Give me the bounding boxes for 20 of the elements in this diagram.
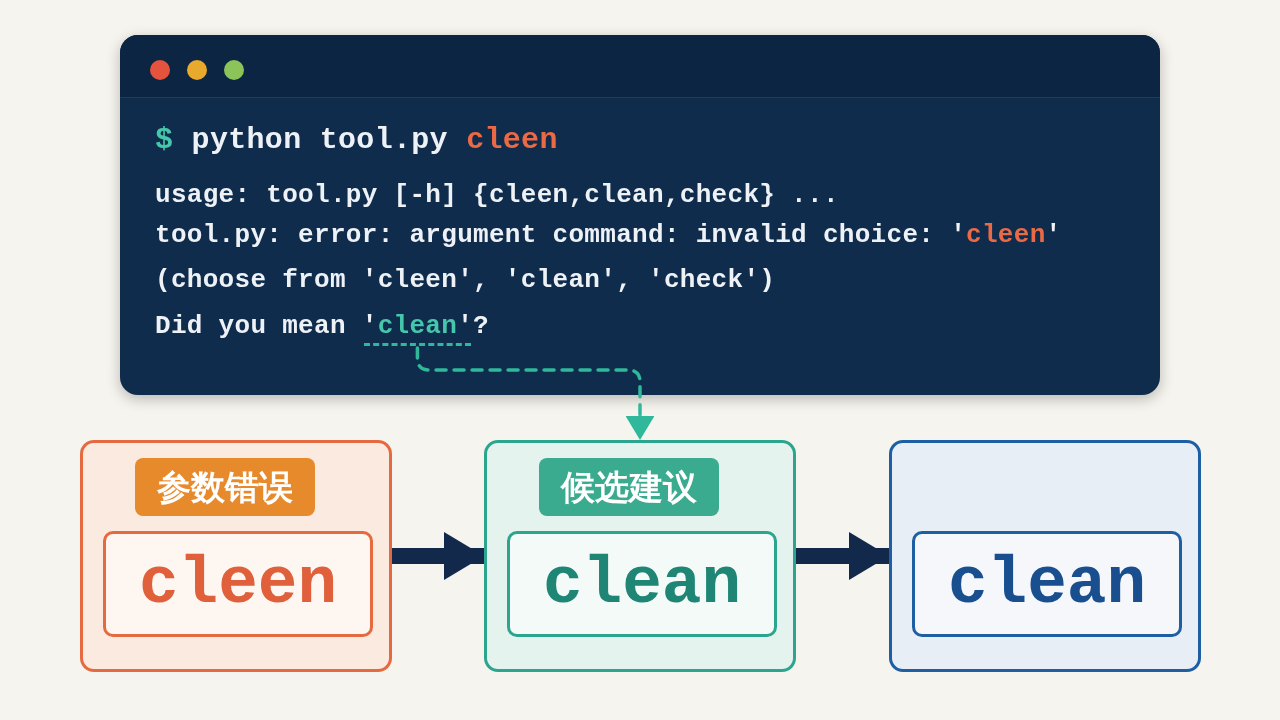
word-box (103, 531, 373, 637)
dashed-underline (363, 343, 472, 346)
stage-card (80, 440, 392, 672)
arrow (796, 532, 889, 580)
stage-card (889, 440, 1201, 672)
stage-tag: 候选建议 (539, 458, 719, 516)
output-line: Did you mean 'clean'? (155, 311, 489, 341)
command-word: cleen (138, 546, 337, 622)
arrow (392, 532, 484, 580)
stage-tag: 参数错误 (135, 458, 315, 516)
terminal-window (120, 35, 1160, 395)
output-line: tool.py: error: argument command: invalid choice: 'cleen' (155, 220, 1062, 250)
output-line: (choose from 'cleen', 'clean', 'check') (155, 265, 776, 295)
stage-card (484, 440, 796, 672)
word-box (507, 531, 777, 637)
command-word: clean (947, 546, 1146, 622)
command-line: $ python tool.py cleen (155, 123, 558, 157)
output-line: usage: tool.py [-h] {cleen,clean,check} ... (155, 180, 839, 210)
command-word: clean (542, 546, 741, 622)
word-box (912, 531, 1182, 637)
